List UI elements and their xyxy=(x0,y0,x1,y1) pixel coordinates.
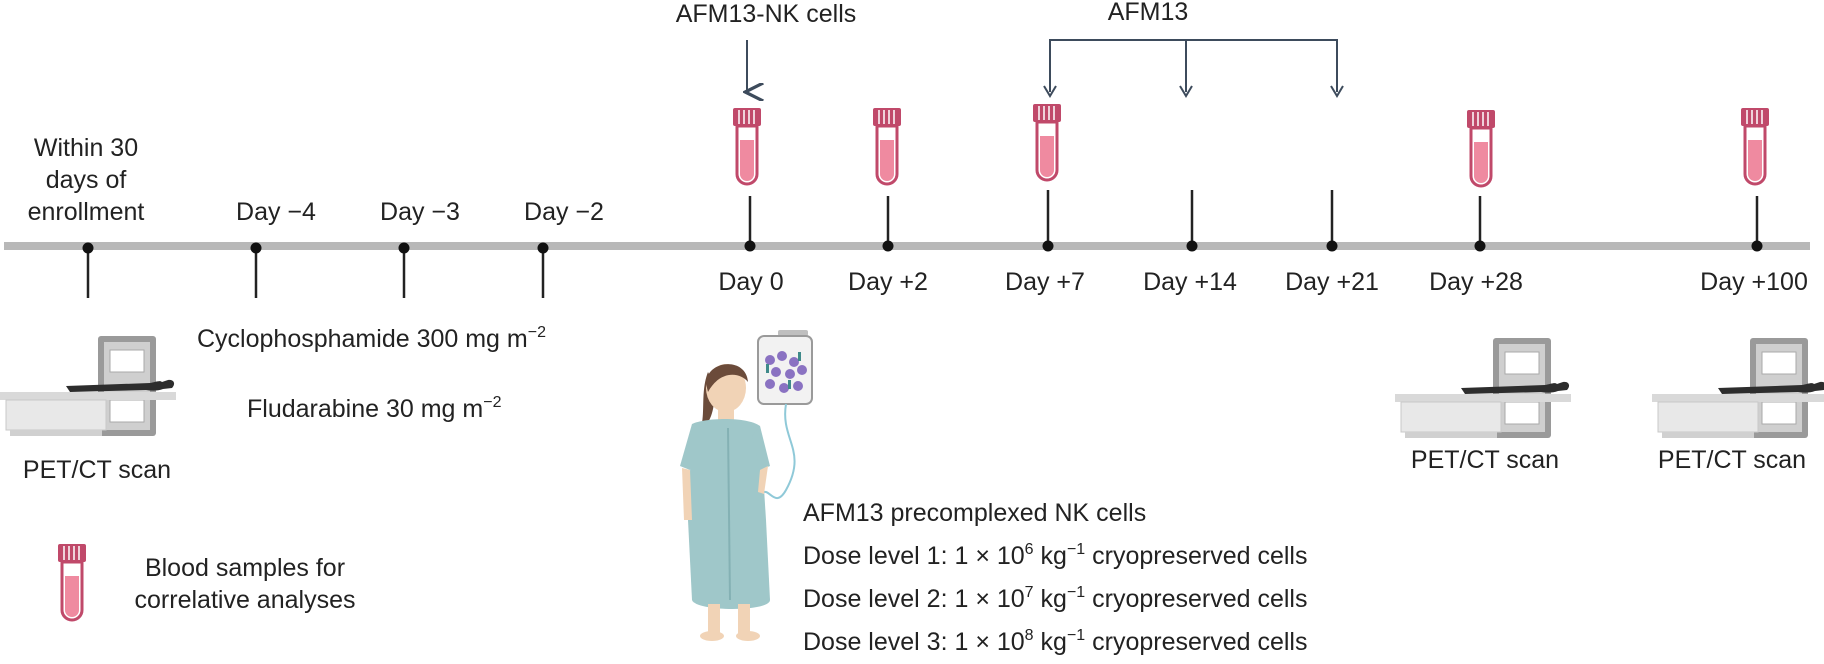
blood-tube-icon xyxy=(871,106,903,186)
scan-label: PET/CT scan xyxy=(1658,446,1806,474)
scan-label: PET/CT scan xyxy=(1411,446,1559,474)
blood-tube-icon xyxy=(1739,106,1771,186)
dose-level-1: Dose level 1: 1 × 106 kg−1 cryopreserved… xyxy=(803,541,1308,571)
legend-line1: Blood samples for xyxy=(144,554,346,582)
day-label-d-4: Day −4 xyxy=(236,198,316,226)
fludarabine-label: Fludarabine 30 mg m−2 xyxy=(247,394,502,424)
blood-tube-icon xyxy=(1031,102,1063,182)
afm13-label: AFM13 xyxy=(1108,0,1189,26)
timepoint-dots xyxy=(82,240,1763,254)
patient-figure xyxy=(680,364,770,641)
dot-enrollment xyxy=(82,242,94,254)
cyclophosphamide-label: Cyclophosphamide 300 mg m−2 xyxy=(197,324,546,354)
dot-d7 xyxy=(1042,240,1054,252)
legend-blood-tube-icon xyxy=(56,542,88,622)
dose-level-2: Dose level 2: 1 × 107 kg−1 cryopreserved… xyxy=(803,584,1308,614)
day-label-d28: Day +28 xyxy=(1429,268,1523,296)
scan-label: PET/CT scan xyxy=(23,456,171,484)
day-label-d100: Day +100 xyxy=(1700,268,1808,296)
legend-line2: correlative analyses xyxy=(134,586,356,614)
pre-treatment-ticks xyxy=(86,248,545,298)
pet-ct-scanner-icon xyxy=(1394,337,1572,439)
day-label-d0: Day 0 xyxy=(718,268,783,296)
dot-d100 xyxy=(1751,240,1763,252)
dot-d-2 xyxy=(537,242,549,254)
afm13-bracket xyxy=(1049,39,1338,92)
pet-ct-scanner-icon xyxy=(0,335,177,437)
dose-level-3: Dose level 3: 1 × 108 kg−1 cryopreserved… xyxy=(803,627,1308,657)
dosing-title: AFM13 precomplexed NK cells xyxy=(803,499,1147,527)
day-label-d21: Day +21 xyxy=(1285,268,1379,296)
dot-d21 xyxy=(1326,240,1338,252)
nk-infusion-label: AFM13-NK cells xyxy=(676,0,857,28)
day-label-d2: Day +2 xyxy=(848,268,928,296)
dot-d14 xyxy=(1186,240,1198,252)
dot-d28 xyxy=(1474,240,1486,252)
blood-tube-icon xyxy=(1465,108,1497,188)
day-label-d7: Day +7 xyxy=(1005,268,1085,296)
enrollment-label-line2: days of xyxy=(46,166,127,194)
dot-d0 xyxy=(744,240,756,252)
blood-tube-icon xyxy=(731,106,763,186)
day-label-d-3: Day −3 xyxy=(380,198,460,226)
day-label-d14: Day +14 xyxy=(1143,268,1237,296)
iv-bag-icon xyxy=(757,330,813,500)
pet-ct-scanner-icon xyxy=(1651,337,1824,439)
dosing-block: AFM13 precomplexed NK cells Dose level 1… xyxy=(803,492,1308,664)
enrollment-label-line1: Within 30 xyxy=(34,134,138,162)
dot-d2 xyxy=(882,240,894,252)
legend-text: Blood samples for correlative analyses xyxy=(100,552,390,616)
dot-d-3 xyxy=(398,242,410,254)
enrollment-label-line3: enrollment xyxy=(28,198,145,226)
dot-d-4 xyxy=(250,242,262,254)
day-label-d-2: Day −2 xyxy=(524,198,604,226)
post-treatment-ticks xyxy=(748,190,1759,246)
